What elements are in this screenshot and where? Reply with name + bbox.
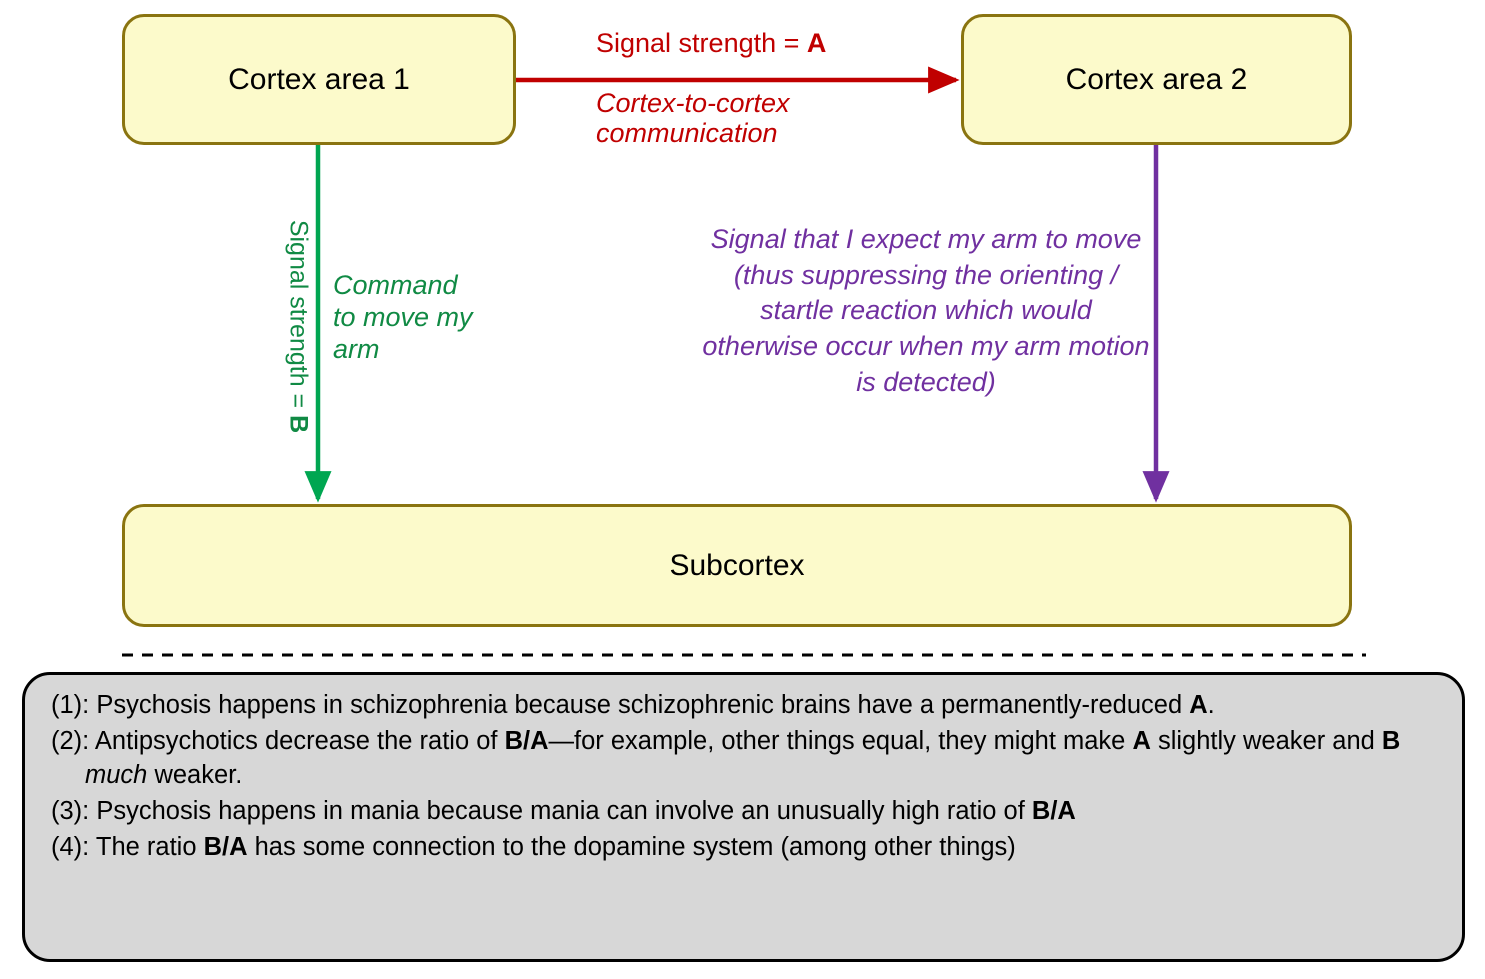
note-1-label: (1): — [51, 691, 90, 719]
note-2-bold-3: B — [1381, 726, 1401, 755]
edge-label-signal-strength-b: Signal strength = B — [284, 177, 313, 477]
signal-strength-b-symbol: B — [284, 415, 313, 434]
note-2-text-1: Antipsychotics decrease the ratio of — [89, 726, 505, 755]
edge-label-command-to-move-my-arm: Command to move my arm — [333, 270, 533, 366]
note-2-text-2: —for example, other things equal, they m… — [548, 726, 1133, 755]
note-item-1: (1): Psychosis happens in schizophrenia … — [51, 689, 1440, 723]
note-4-text-2: has some connection to the dopamine syst… — [247, 832, 1016, 861]
node-cortex-area-1-label: Cortex area 1 — [228, 62, 410, 96]
cortex-to-cortex-line-1: Cortex-to-cortex — [596, 88, 790, 118]
note-item-4: (4): The ratio B/A has some connection t… — [51, 831, 1440, 865]
node-cortex-area-1[interactable]: Cortex area 1 — [122, 14, 516, 145]
note-1-text-2: . — [1207, 691, 1215, 719]
node-subcortex[interactable]: Subcortex — [122, 504, 1352, 627]
note-1-text-1: Psychosis happens in schizophrenia becau… — [89, 691, 1190, 719]
note-2-text-4: weaker. — [147, 760, 243, 789]
note-3-label: (3): — [51, 796, 90, 825]
note-1-bold-1: A — [1189, 691, 1208, 719]
note-3-text-1: Psychosis happens in mania because mania… — [89, 796, 1032, 825]
node-subcortex-label: Subcortex — [669, 548, 805, 582]
note-item-3: (3): Psychosis happens in mania because … — [51, 795, 1440, 829]
note-4-text-1: The ratio — [89, 832, 204, 861]
command-line-3: arm — [333, 333, 380, 364]
node-cortex-area-2[interactable]: Cortex area 2 — [961, 14, 1352, 145]
note-3-bold-1: B/A — [1031, 796, 1076, 825]
note-item-2: (2): Antipsychotics decrease the ratio o… — [51, 725, 1440, 793]
note-2-bold-2: A — [1132, 726, 1151, 755]
node-cortex-area-2-label: Cortex area 2 — [1065, 62, 1248, 96]
edge-label-signal-strength-a: Signal strength = A — [596, 28, 826, 58]
signal-strength-a-symbol: A — [806, 28, 827, 58]
edge-label-cortex-to-cortex-communication: Cortex-to-cortex communication — [596, 88, 896, 148]
edge-label-expectation-signal: Signal that I expect my arm to move (thu… — [702, 224, 1150, 397]
note-4-label: (4): — [51, 832, 90, 861]
note-2-italic-1: much — [85, 760, 148, 789]
note-2-label: (2): — [51, 726, 90, 755]
note-2-text-3: slightly weaker and — [1150, 726, 1382, 755]
command-line-1: Command — [333, 270, 458, 300]
note-4-bold-1: B/A — [203, 832, 248, 861]
notes-panel: (1): Psychosis happens in schizophrenia … — [22, 672, 1465, 962]
signal-strength-a-prefix: Signal strength = — [596, 28, 807, 58]
command-line-2: to move my — [333, 301, 473, 332]
cortex-to-cortex-line-2: communication — [596, 118, 778, 149]
note-2-bold-1: B/A — [504, 726, 549, 755]
signal-strength-b-prefix: Signal strength = — [284, 219, 313, 416]
